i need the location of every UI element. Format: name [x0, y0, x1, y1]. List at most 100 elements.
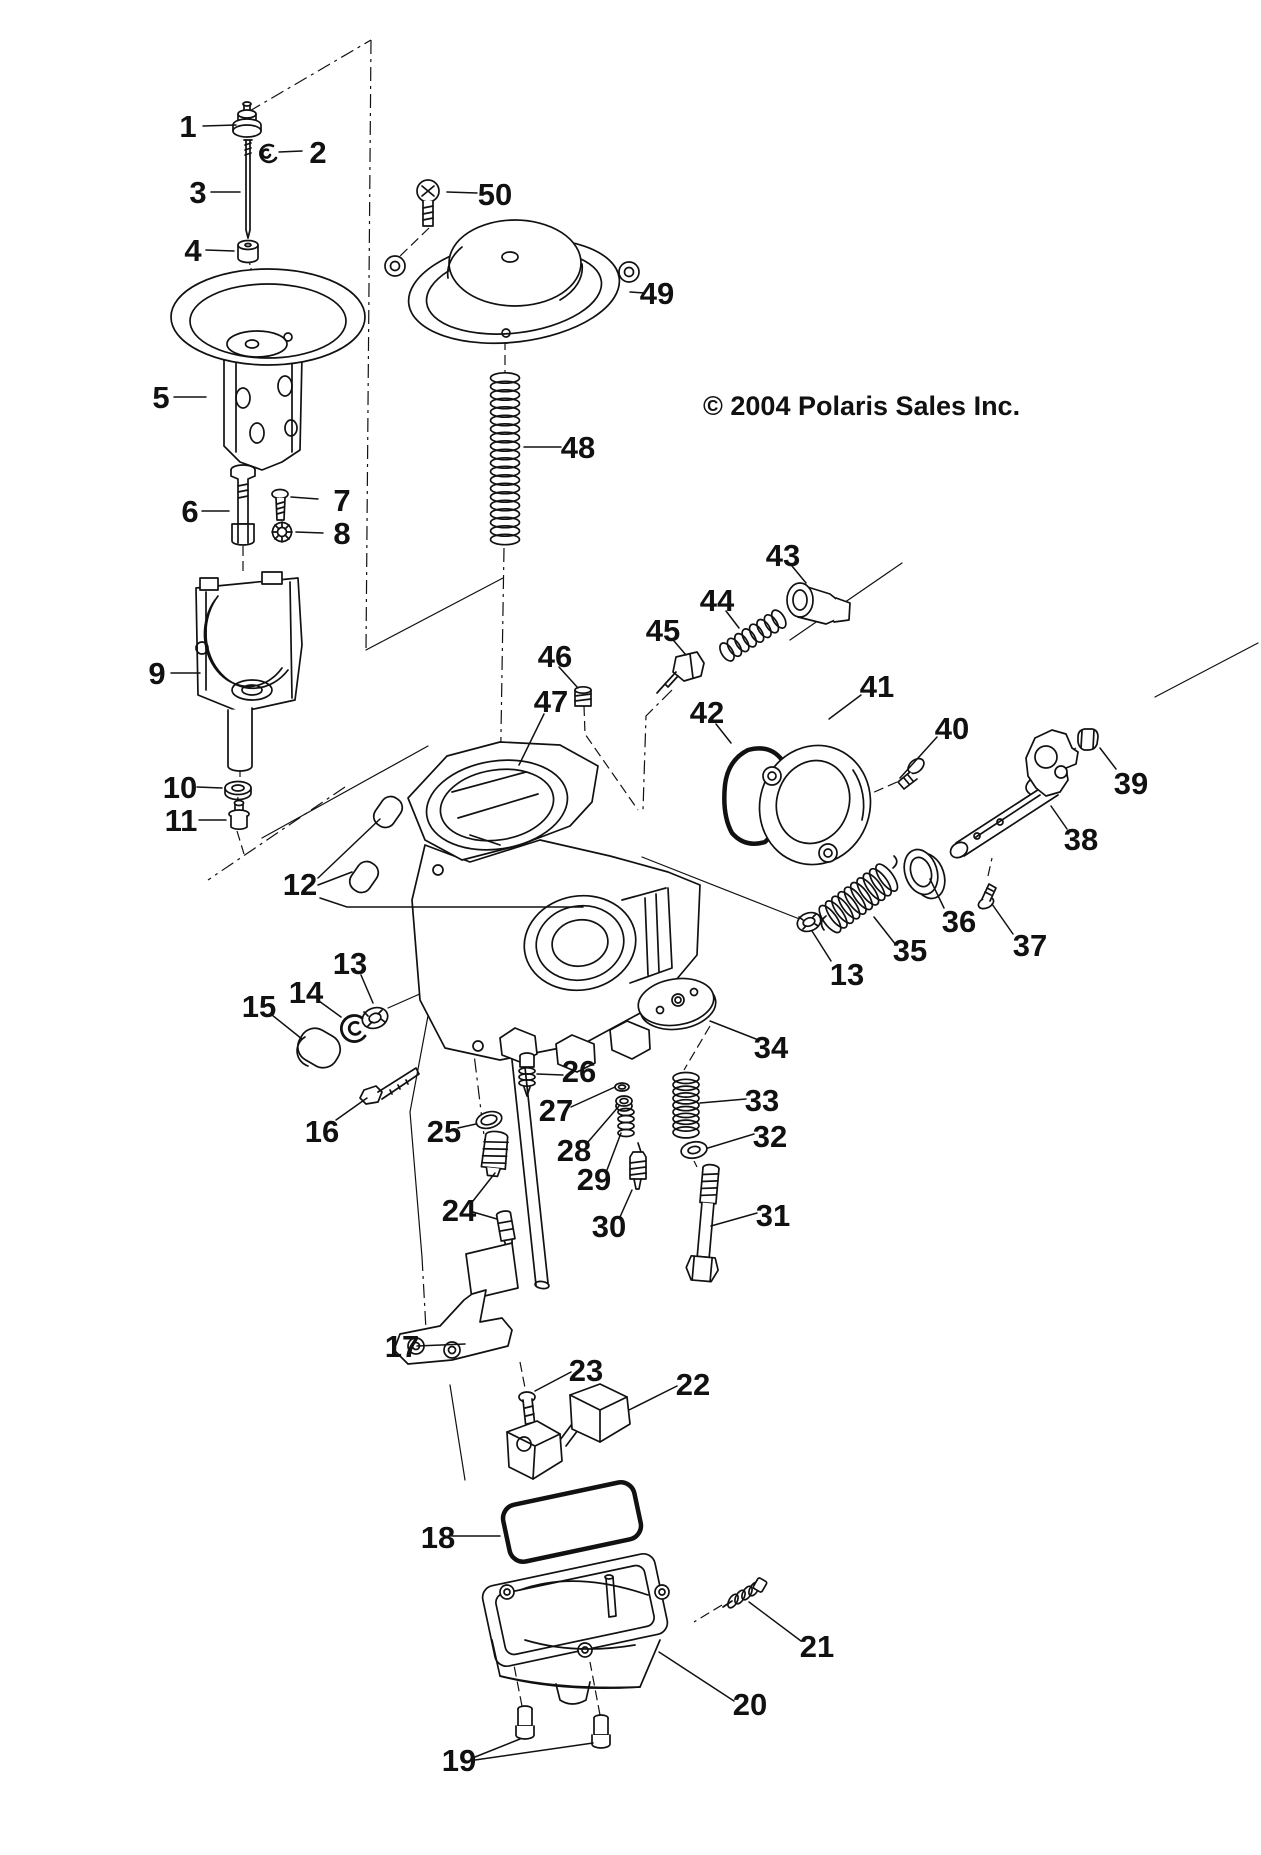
callout-23: 23 — [569, 1353, 603, 1388]
callout-45: 45 — [646, 613, 680, 648]
part-25-o-ring — [475, 1110, 503, 1130]
callout-25: 25 — [427, 1114, 461, 1149]
part-31-drain-screw-long — [685, 1163, 720, 1283]
part-9-float-chamber-body — [195, 571, 303, 772]
callout-8: 8 — [333, 516, 350, 551]
part-30-throttle-stop-screw — [629, 1142, 647, 1190]
part-4-needle-seat — [237, 239, 259, 264]
callout-7: 7 — [333, 483, 350, 518]
part-18-bowl-gasket — [500, 1480, 644, 1564]
part-7-screw — [271, 488, 289, 521]
callout-20: 20 — [733, 1687, 767, 1722]
part-38-throttle-shaft — [949, 729, 1079, 859]
callout-34: 34 — [754, 1030, 789, 1065]
part-34-diaphragm-disc — [637, 977, 717, 1031]
part-27-o-ring — [614, 1082, 630, 1092]
part-33-spring — [672, 1071, 700, 1139]
callout-13-right: 13 — [830, 957, 864, 992]
callout-33: 33 — [745, 1083, 779, 1118]
callout-39: 39 — [1114, 766, 1148, 801]
part-26-pilot-air-screw — [518, 1052, 536, 1097]
part-10-washer — [224, 780, 252, 801]
callout-47: 47 — [534, 684, 568, 719]
callout-11: 11 — [165, 803, 198, 838]
callout-3: 3 — [189, 175, 206, 210]
callout-36: 36 — [942, 904, 976, 939]
part-22-float-assembly — [506, 1383, 631, 1480]
part-19-bowl-screws — [515, 1705, 611, 1749]
part-8-lock-washer — [271, 521, 293, 543]
callout-24: 24 — [442, 1193, 477, 1228]
callout-37: 37 — [1013, 928, 1047, 963]
part-29-spring — [617, 1107, 635, 1138]
part-41-cover-plate — [758, 744, 872, 866]
callout-21: 21 — [800, 1629, 834, 1664]
part-28-washer — [615, 1095, 633, 1112]
copyright-text: © 2004 Polaris Sales Inc. — [703, 391, 1020, 421]
callout-16: 16 — [305, 1114, 339, 1149]
callout-2: 2 — [309, 135, 326, 170]
part-2-e-clip — [259, 143, 278, 164]
part-11-valve-seat — [228, 799, 250, 831]
callout-5: 5 — [152, 380, 169, 415]
callout-46: 46 — [538, 639, 572, 674]
part-43-valve-seat-fitting — [786, 582, 851, 625]
part-15-cap — [296, 1027, 342, 1069]
part-21-drain-screw — [722, 1577, 768, 1611]
callout-1: 1 — [179, 109, 196, 144]
leader-lines — [170, 124, 1117, 1761]
callout-42: 42 — [690, 695, 724, 730]
callout-32: 32 — [753, 1119, 787, 1154]
part-39-nut — [1077, 728, 1099, 751]
callout-48: 48 — [561, 430, 595, 465]
callout-4: 4 — [184, 233, 202, 268]
callout-9: 9 — [148, 656, 165, 691]
part-12-rubber-plugs — [348, 795, 404, 894]
callout-35: 35 — [893, 933, 927, 968]
callout-43: 43 — [766, 538, 800, 573]
callout-41: 41 — [860, 669, 894, 704]
callout-15: 15 — [242, 989, 276, 1024]
part-13-left-spring-seat — [361, 1006, 389, 1030]
part-45-needle-valve — [656, 651, 705, 694]
part-1-needle-retainer — [232, 101, 262, 138]
callout-19: 19 — [442, 1743, 476, 1778]
part-35-spring — [814, 855, 903, 937]
part-37-screw — [977, 883, 997, 910]
callout-10: 10 — [163, 770, 197, 805]
callout-12: 12 — [283, 867, 317, 902]
callout-49: 49 — [640, 276, 674, 311]
part-36-seal-bushing — [903, 848, 946, 900]
part-24-main-jet — [480, 1130, 516, 1248]
callout-38: 38 — [1064, 822, 1098, 857]
callout-40: 40 — [935, 711, 969, 746]
part-40-screw — [897, 757, 925, 790]
callout-26: 26 — [562, 1054, 596, 1089]
callout-27: 27 — [539, 1093, 573, 1128]
part-13-right-spring-seat — [796, 911, 822, 933]
part-5-vacuum-piston-diaphragm — [170, 268, 366, 471]
part-50-cover-screw — [416, 179, 440, 227]
part-16-screw — [359, 1067, 420, 1105]
part-14-c-clip — [339, 1014, 367, 1043]
part-49-diaphragm-cover — [384, 219, 640, 345]
callout-18: 18 — [421, 1520, 455, 1555]
part-20-float-bowl — [481, 1552, 670, 1705]
part-32-washer — [680, 1140, 708, 1160]
callout-17: 17 — [385, 1329, 419, 1364]
part-48-piston-spring — [489, 371, 521, 546]
callout-labels: 1 2 3 4 5 6 7 8 9 10 11 12 13 14 15 16 1… — [148, 109, 1148, 1778]
callout-50: 50 — [478, 177, 512, 212]
callout-14: 14 — [289, 975, 324, 1010]
callout-28: 28 — [557, 1133, 591, 1168]
callout-13-left: 13 — [333, 946, 367, 981]
callout-30: 30 — [592, 1209, 626, 1244]
part-3-jet-needle — [243, 139, 253, 239]
part-46-plug-screw — [574, 685, 592, 707]
callout-22: 22 — [676, 1367, 710, 1402]
callout-6: 6 — [181, 494, 198, 529]
callout-44: 44 — [700, 583, 735, 618]
callout-29: 29 — [577, 1162, 611, 1197]
